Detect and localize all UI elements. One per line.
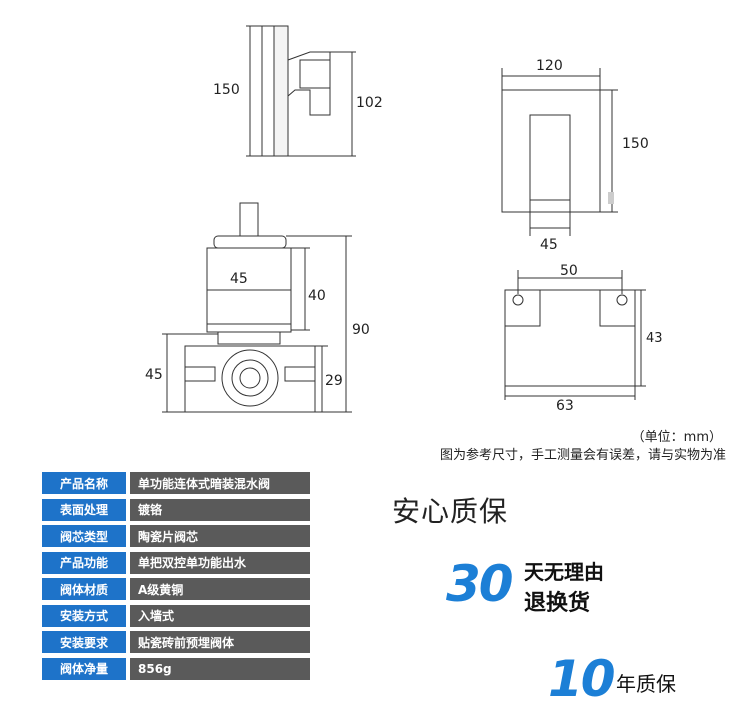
spec-key: 产品功能 — [42, 551, 126, 574]
reference-note: 图为参考尺寸，手工测量会有误差，请与实物为准 — [439, 448, 726, 463]
spec-key: 安装要求 — [42, 631, 126, 653]
spec-value: 单功能连体式暗装混水阀 — [130, 472, 310, 494]
return-policy-line1: 天无理由 — [524, 560, 604, 584]
return-policy-line2: 退换货 — [524, 591, 591, 616]
unit-note: （单位：mm） — [631, 430, 722, 445]
spec-key: 阀芯类型 — [42, 525, 126, 547]
spec-row: 阀体材质 A级黄铜 — [42, 578, 310, 600]
spec-row: 安装要求 贴瓷砖前预埋阀体 — [42, 631, 310, 653]
guarantee-title: 安心质保 — [392, 495, 509, 528]
spec-value: 镀铬 — [130, 498, 310, 521]
dim-base-width: 45 — [145, 367, 163, 383]
spec-key: 表面处理 — [42, 498, 126, 521]
spec-key: 阀体材质 — [42, 578, 126, 600]
warranty-years-number: 10 — [548, 650, 616, 708]
spec-value: 单把双控单功能出水 — [130, 551, 310, 574]
dim-cap-height: 40 — [308, 288, 326, 304]
dim-side-height: 150 — [213, 82, 240, 98]
spec-row: 安装方式 入墙式 — [42, 604, 310, 627]
dim-total-height: 90 — [352, 322, 370, 338]
dim-bracket-width: 63 — [556, 398, 574, 414]
spec-row: 产品名称 单功能连体式暗装混水阀 — [42, 472, 310, 494]
spec-row: 阀体净量 856g — [42, 657, 310, 680]
spec-row: 产品功能 单把双控单功能出水 — [42, 551, 310, 574]
dim-hole-spacing: 50 — [560, 263, 578, 279]
spec-value: 856g — [130, 657, 310, 680]
dim-side-inner: 102 — [356, 95, 383, 111]
spec-row: 阀芯类型 陶瓷片阀芯 — [42, 525, 310, 547]
dim-plate-width: 120 — [536, 58, 563, 74]
dim-slot-width: 45 — [540, 237, 558, 253]
technical-drawing: 150 102 120 150 45 45 40 90 45 29 50 43 … — [145, 25, 663, 414]
spec-value: 陶瓷片阀芯 — [130, 525, 310, 547]
spec-key: 阀体净量 — [42, 657, 126, 680]
spec-key: 安装方式 — [42, 604, 126, 627]
spec-table: 产品名称 单功能连体式暗装混水阀 表面处理 镀铬 阀芯类型 陶瓷片阀芯 产品功能… — [42, 472, 310, 684]
dim-base-height: 29 — [325, 373, 343, 389]
spec-value: 入墙式 — [130, 604, 310, 627]
spec-row: 表面处理 镀铬 — [42, 498, 310, 521]
spec-value: 贴瓷砖前预埋阀体 — [130, 631, 310, 653]
dim-plate-height: 150 — [622, 136, 649, 152]
dim-cap-width: 45 — [230, 271, 248, 287]
warranty-text: 年质保 — [616, 672, 676, 696]
dim-bracket-height: 43 — [646, 331, 663, 346]
return-days-number: 30 — [446, 555, 514, 613]
spec-value: A级黄铜 — [130, 578, 310, 600]
spec-key: 产品名称 — [42, 472, 126, 494]
